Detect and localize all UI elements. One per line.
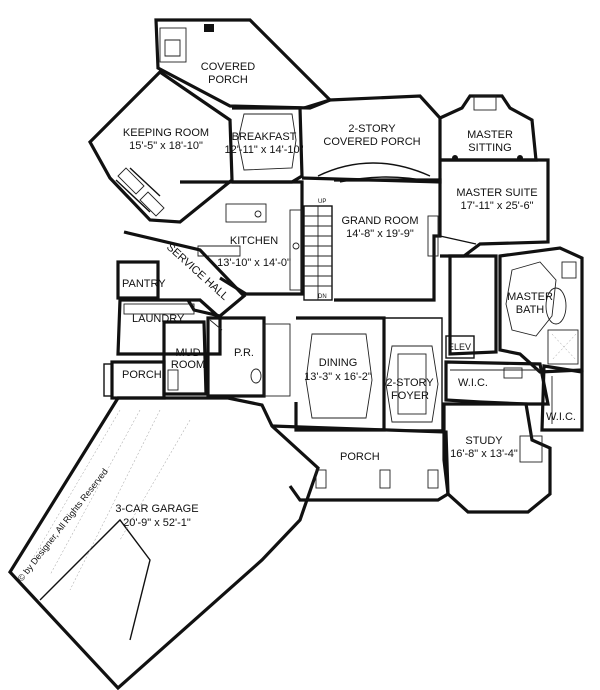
stairs-up-label: UP: [318, 199, 326, 205]
powder-room-label: P.R.: [234, 347, 254, 359]
elevator-label: ELEV: [448, 342, 471, 352]
wic-2-label: W.I.C.: [546, 411, 576, 423]
grand-room-walls: [334, 176, 442, 302]
stairs-down-label: DN: [318, 294, 327, 300]
porch-front-label: PORCH: [340, 451, 380, 463]
service-walls: [116, 230, 247, 396]
keeping-room-walls: [88, 69, 234, 224]
wic-1-label: W.I.C.: [458, 377, 488, 389]
garage-walls: [7, 396, 320, 690]
porch-side-label: PORCH: [122, 369, 162, 381]
master-bath-walls: [498, 246, 584, 374]
powder-room-walls: [206, 316, 291, 398]
laundry-label: LAUNDRY: [132, 313, 185, 325]
pantry-label: PANTRY: [122, 278, 166, 290]
foyer-walls: [384, 317, 443, 431]
front-porch-walls: [271, 424, 450, 502]
stairs: [303, 205, 333, 301]
covered-porch-walls: [154, 18, 333, 110]
